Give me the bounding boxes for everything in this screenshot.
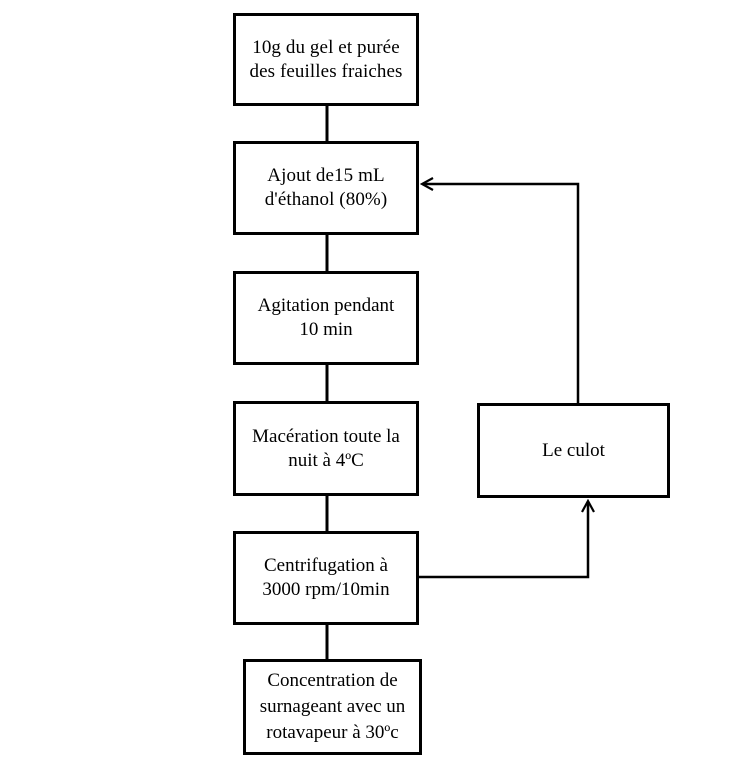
step-3-line-1: Agitation pendant <box>257 295 395 316</box>
step-box-ethanol: Ajout de15 mL d'éthanol (80%) <box>233 141 419 235</box>
step-box-centrifugation: Centrifugation à 3000 rpm/10min <box>233 531 419 625</box>
step-1-line-1: 10g du gel et purée <box>252 36 400 58</box>
step-5-line-2: 3000 rpm/10min <box>262 579 390 600</box>
step-box-maceration: Macération toute la nuit à 4ºC <box>233 401 419 496</box>
step-5-line-1: Centrifugation à <box>264 555 388 576</box>
step-3-line-2: 10 min <box>299 319 353 340</box>
step-box-sample: 10g du gel et purée des feuilles fraiche… <box>233 13 419 106</box>
step-2-line-2: d'éthanol (80%) <box>264 189 388 210</box>
step-6-line-1: Concentration de <box>267 670 398 691</box>
step-1-line-2: des feuilles fraiches <box>249 60 403 82</box>
step-6-line-2: surnageant avec un <box>259 696 406 717</box>
step-2-line-1: Ajout de15 mL <box>267 165 385 186</box>
step-4-line-2: nuit à 4ºC <box>288 449 364 471</box>
culot-label: Le culot <box>542 439 605 461</box>
step-box-agitation: Agitation pendant 10 min <box>233 271 419 365</box>
step-4-line-1: Macération toute la <box>252 425 400 447</box>
step-box-concentration: Concentration de surnageant avec un rota… <box>243 659 422 755</box>
arrow-culot-to-ajout <box>423 184 580 403</box>
step-6-line-3: rotavapeur à 30ºc <box>266 722 399 743</box>
side-box-culot: Le culot <box>477 403 670 498</box>
arrow-centrifugation-to-culot <box>419 502 588 579</box>
